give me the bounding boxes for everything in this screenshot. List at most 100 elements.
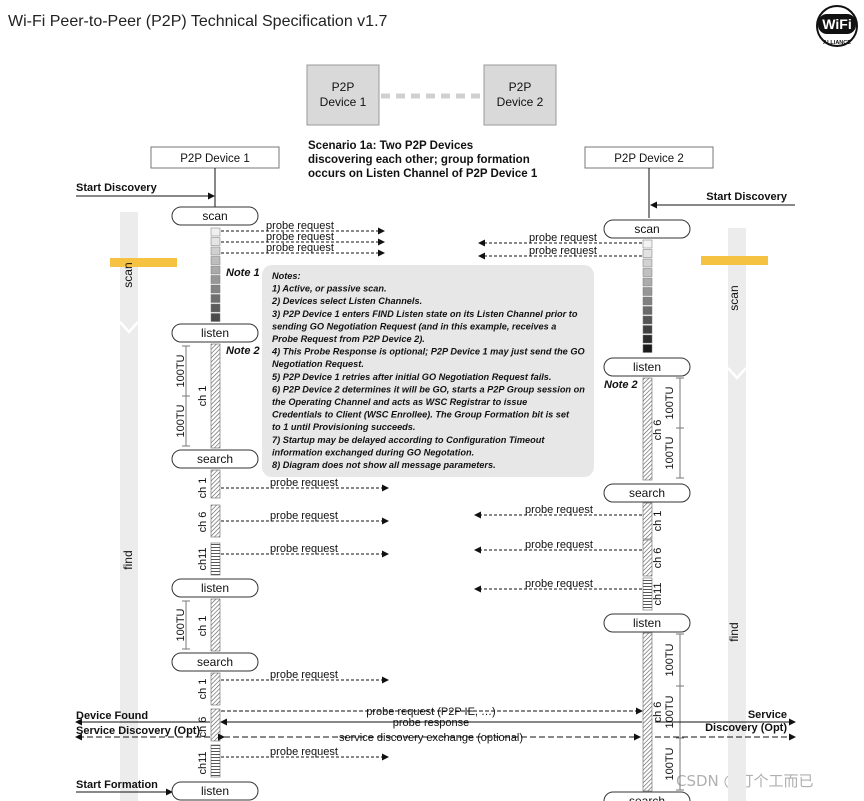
duration-100tu: 100TU [175,608,187,641]
state-listen-2-device-2-label: listen [633,616,661,630]
ch-label: ch11 [197,751,209,774]
start-formation: Start Formation [76,779,158,791]
notes-line: sending GO Negotiation Request (and in t… [272,321,556,331]
scan-block [642,268,653,277]
probe-req-scan-2b: probe request [529,245,597,257]
scan-block [210,256,221,265]
notes-line: Probe Request from P2P Device 2). [272,334,425,344]
probe-req-search-2c: probe request [270,746,338,758]
state-search-1-device-2 [603,483,691,503]
scan-block [642,325,653,334]
duration-100tu: 100TU [664,436,676,469]
scan-block [210,237,221,246]
channel-block [210,708,221,742]
state-search-1-device-1 [171,449,259,469]
ch-label: ch11 [197,547,209,570]
channel-block [642,632,653,792]
state-scan-device-2 [603,219,691,239]
service-discovery-opt-left: Service Discovery (Opt) [76,725,200,737]
scan-block [642,258,653,268]
channel-block [642,502,653,540]
topology-device-2-line1: P2P [509,80,532,94]
probe-req-search-2a: probe request [270,669,338,681]
note-1-label: Note 1 [226,267,260,279]
notes-line: 1) Active, or passive scan. [272,284,387,294]
ch-label: ch 6 [652,420,664,441]
duration-100tu: 100TU [664,643,676,676]
ch-label: ch 1 [197,616,209,637]
topology-device-1-line1: P2P [332,80,355,94]
topology-device-2-line2: Device 2 [497,95,544,109]
scan-block [210,265,221,275]
start-discovery-2: Start Discovery [706,191,788,203]
scan-block [210,227,221,237]
service-right: Service [748,709,787,721]
notes-line: 2) Devices select Listen Channels. [271,296,422,306]
state-listen-3-device-1-label: listen [201,784,229,798]
start-discovery-1: Start Discovery [76,182,158,194]
channel-block [210,343,221,449]
duration-100tu: 100TU [175,354,187,387]
state-listen-2-device-1-label: listen [201,581,229,595]
svg-text:ALLIANCE: ALLIANCE [823,40,851,46]
duration-100tu: 100TU [175,404,187,437]
channel-block [210,469,221,499]
channel-block [210,504,221,538]
state-search-1-device-1-label: search [197,452,233,466]
scan-block [210,284,221,294]
channel-block [210,744,221,778]
topology-device-1 [306,64,380,126]
scan-block [210,294,221,303]
ch-label: ch 1 [197,386,209,407]
lane-header-device-1-label: P2P Device 1 [180,153,249,165]
state-listen-1-device-2-label: listen [633,360,661,374]
channel-block [210,672,221,706]
notes-line: information exchanged during GO Negotati… [272,447,474,457]
scenario-title-line: Scenario 1a: Two P2P Devices [308,140,473,152]
scan-block [642,277,653,287]
phase-label-scan-right: scan [727,285,741,310]
page-title: Wi-Fi Peer-to-Peer (P2P) Technical Speci… [8,13,388,30]
channel-block [642,377,653,481]
phase-bar-left [120,212,138,801]
ch-label: ch 1 [197,478,209,499]
scan-block [642,249,653,258]
scenario-title-line: discovering each other; group formation [308,154,530,166]
notes-line: 7) Startup may be delayed according to C… [272,435,545,445]
probe-req-search-2-ch6: probe request [525,539,593,551]
probe-req-scan-2a: probe request [529,232,597,244]
phase-chevron-right [727,367,747,380]
scenario-title-line: occurs on Listen Channel of P2P Device 1 [308,168,538,180]
discovery-opt-right: Discovery (Opt) [705,722,787,734]
state-listen-1-device-1 [171,323,259,343]
probe-req-search-1-ch11: probe request [270,543,338,555]
ch-label: ch11 [652,582,664,605]
phase-chevron-left [119,321,139,334]
scan-highlight-left [110,258,177,267]
state-search-2-device-1 [171,652,259,672]
probe-req-search-2-ch1: probe request [525,504,593,516]
ch-label: ch 1 [197,679,209,700]
scan-block [642,306,653,315]
ch-label: ch 6 [652,548,664,569]
device-found: Device Found [76,710,148,722]
ch-label: ch 6 [652,702,664,723]
service-discovery-exchange: service discovery exchange (optional) [339,732,523,744]
probe-response: probe response [393,717,469,729]
phase-label-find-right: find [727,622,741,641]
ch-label: ch 6 [197,512,209,533]
channel-block [642,539,653,577]
notes-line: 5) P2P Device 1 retries after initial GO… [272,372,551,382]
scan-block [642,334,653,344]
topology-device-1-line2: Device 1 [320,95,367,109]
scan-block [210,313,221,322]
channel-block [210,542,221,576]
state-listen-1-device-2 [603,357,691,377]
probe-req-scan-1b: probe request [266,231,334,243]
notes-line: the Operating Channel and acts as WSC Re… [272,397,527,407]
probe-req-scan-1a: probe request [266,220,334,232]
state-listen-3-device-1 [171,781,259,801]
topology-device-2 [483,64,557,126]
scan-block [642,296,653,306]
